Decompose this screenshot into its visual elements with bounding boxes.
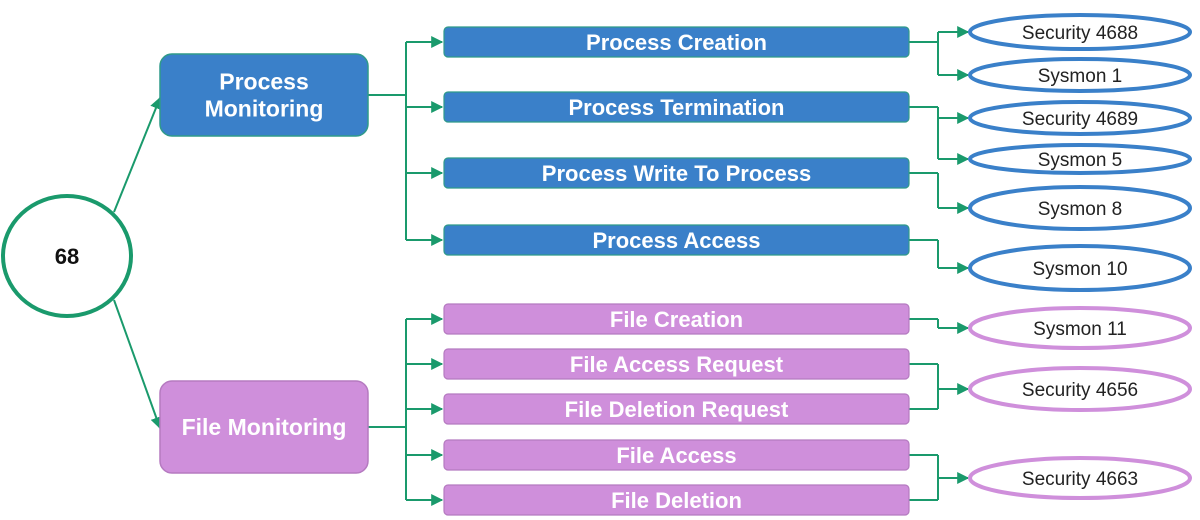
event-label: Sysmon 1 [1038,66,1122,87]
subnode-label: File Access Request [570,352,784,377]
event-label: Security 4688 [1022,23,1138,44]
event-ellipse [968,366,1192,412]
connectors [113,26,970,506]
category-label: Monitoring [205,96,324,122]
event-ellipse [968,306,1192,350]
subnode-label: Process Termination [569,95,785,120]
root-node: 68 [1,194,133,318]
subnode-box [443,484,910,516]
event-label: Sysmon 11 [1033,319,1127,340]
event-node: Security 4688 [968,13,1192,51]
event-label: Sysmon 10 [1032,259,1127,280]
subnode: File Access [443,439,910,471]
subnode-label: File Access [616,443,736,468]
subnode: File Deletion [443,484,910,516]
subnode-box [443,224,910,256]
event-node: Sysmon 8 [968,185,1192,231]
subnode-box [443,157,910,189]
subnode-box [443,91,910,123]
subnode: Process Write To Process [443,157,910,189]
event-node: Sysmon 11 [968,306,1192,350]
event-label: Security 4663 [1022,469,1138,490]
event-node: Sysmon 10 [968,244,1192,292]
root-circle [1,194,133,318]
event-ellipse [968,143,1192,175]
subnode: Process Termination [443,91,910,123]
subnode-box [443,439,910,471]
subnode: File Creation [443,303,910,335]
connector-line [113,96,162,213]
subnode: File Access Request [443,348,910,380]
subnode-label: Process Write To Process [542,161,811,186]
event-label: Security 4656 [1022,380,1138,401]
subnode-label: File Deletion Request [565,397,789,422]
event-ellipse [968,100,1192,136]
subnode: Process Access [443,224,910,256]
subnode-label: File Deletion [611,488,742,513]
subnode-box [443,348,910,380]
category-node-file: File Monitoring [159,380,369,474]
subnode-box [443,393,910,425]
event-ellipse [968,185,1192,231]
subnode-box [443,303,910,335]
event-label: Sysmon 5 [1038,150,1122,171]
root-label: 68 [55,244,79,269]
subnode-label: Process Access [593,228,761,253]
event-ellipse [968,456,1192,500]
event-node: Sysmon 5 [968,143,1192,175]
subnode: Process Creation [443,26,910,58]
subnode-label: File Creation [610,307,743,332]
event-ellipse [968,244,1192,292]
event-ellipse [968,57,1192,93]
category-box [159,53,369,137]
event-node: Sysmon 1 [968,57,1192,93]
event-label: Sysmon 8 [1038,199,1122,220]
subnode: File Deletion Request [443,393,910,425]
event-node: Security 4656 [968,366,1192,412]
subnode-label: Process Creation [586,30,767,55]
event-node: Security 4663 [968,456,1192,500]
event-node: Security 4689 [968,100,1192,136]
category-label: Process [219,69,309,95]
connector-line [113,299,162,430]
event-label: Security 4689 [1022,109,1138,130]
subnode-box [443,26,910,58]
category-box [159,380,369,474]
category-label: File Monitoring [182,414,347,440]
event-ellipse [968,13,1192,51]
